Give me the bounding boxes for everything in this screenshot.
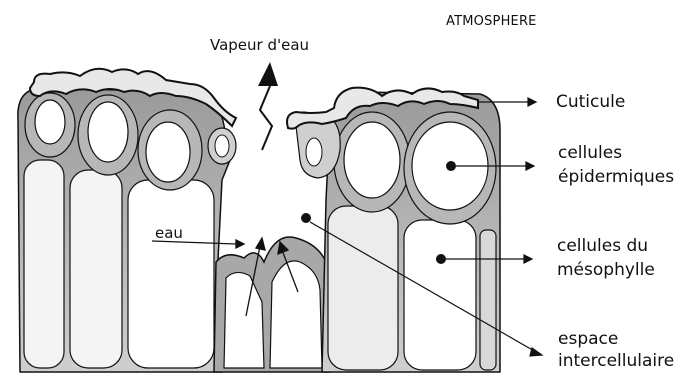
label-espace-2: intercellulaire (558, 350, 674, 372)
mesophyll-nucleus-dot (436, 254, 446, 264)
epidermal-cell-nucleus (35, 100, 65, 144)
label-cuticule: Cuticule (556, 91, 625, 113)
mesophyll-cell (328, 206, 398, 370)
label-vapeur-eau: Vapeur d'eau (210, 36, 309, 54)
central-mesophyll (214, 237, 330, 372)
epidermal-nucleus-dot (446, 161, 456, 171)
mesophyll-cell (24, 160, 64, 368)
label-epidermiques-1: cellules (558, 142, 622, 164)
label-espace-1: espace (558, 328, 618, 350)
mesophyll-cell (404, 220, 476, 370)
guard-cell-left-inner (215, 135, 229, 157)
mesophyll-cell (270, 261, 322, 368)
left-tissue (18, 69, 236, 372)
label-epidermiques-2: épidermiques (558, 166, 674, 188)
guard-cell-right-inner (306, 138, 322, 166)
epidermal-cell-nucleus (88, 102, 128, 162)
label-mesophylle-1: cellules du (557, 235, 648, 257)
mesophyll-cell (480, 230, 496, 370)
label-mesophylle-2: mésophylle (557, 259, 655, 281)
vapour-zigzag (260, 86, 272, 150)
vapour-arrowhead (258, 62, 278, 86)
intercellular-space-dot (301, 213, 311, 223)
label-atmosphere: ATMOSPHERE (446, 14, 537, 29)
mesophyll-cell (70, 170, 122, 368)
epidermal-cell-nucleus (344, 122, 400, 198)
water-vapour-arrow (258, 62, 278, 150)
mesophyll-cell (128, 180, 214, 368)
label-eau: eau (155, 224, 183, 242)
epidermal-cell-nucleus (146, 122, 190, 182)
